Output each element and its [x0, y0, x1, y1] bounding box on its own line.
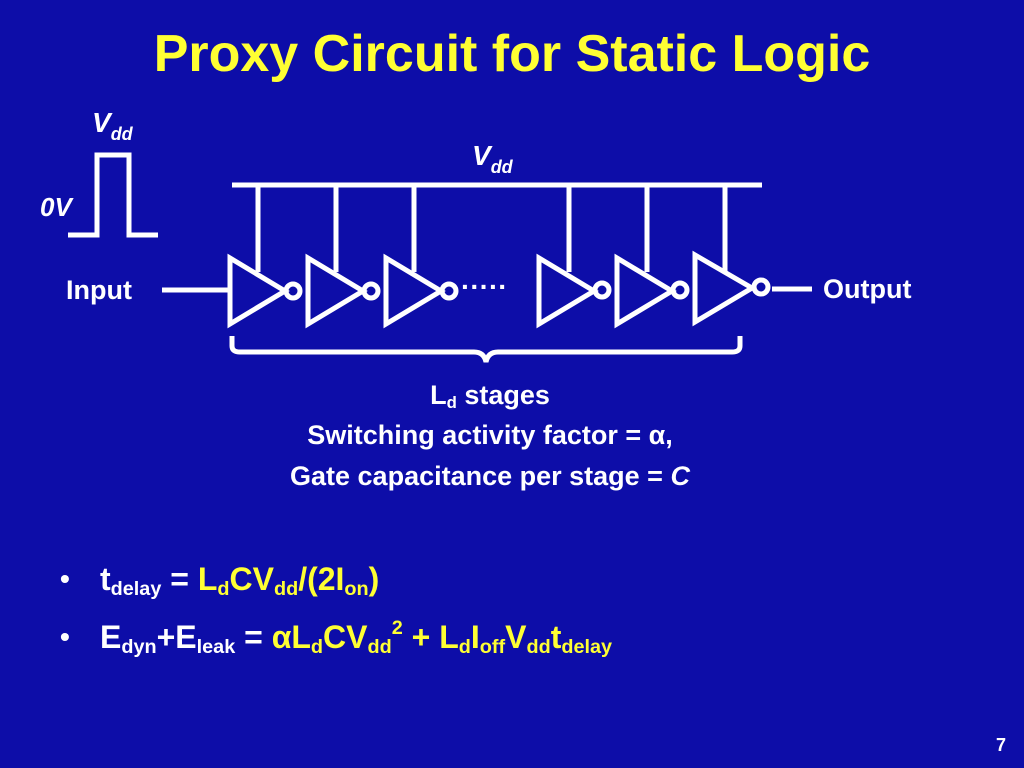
- formula-segment: delay: [110, 577, 162, 600]
- formula-segment: =: [235, 619, 272, 655]
- bullet-symbol: •: [60, 563, 70, 594]
- stages-brace: [229, 336, 743, 363]
- chain-ellipsis: ·····: [461, 271, 508, 302]
- formula-segment: CV: [229, 561, 274, 597]
- formula-segment: delay: [561, 635, 613, 658]
- input-label: Input: [66, 275, 132, 305]
- formula-segment: on: [344, 577, 369, 600]
- formula-segment: dd: [273, 577, 299, 600]
- formula-segment: I: [470, 619, 480, 655]
- bullet-symbol: •: [60, 621, 70, 652]
- output-label: Output: [823, 274, 911, 304]
- formula-segment: V: [505, 619, 527, 655]
- inverter-stage: [305, 253, 381, 329]
- activity-factor-caption: Switching activity factor = α,: [307, 420, 673, 450]
- formula-segment: d: [458, 635, 471, 658]
- formula-segment: E: [100, 619, 122, 655]
- formula-segment: d: [310, 635, 324, 658]
- page-number: 7: [995, 735, 1006, 755]
- formula-segment: dyn: [121, 635, 157, 658]
- formula-segment: t: [550, 619, 562, 655]
- inverter-stage: [614, 253, 690, 329]
- inverter-stage: [536, 253, 612, 329]
- formula-segment: dd: [526, 635, 551, 658]
- inverter-stage: [227, 253, 303, 329]
- formula-segment: + L: [402, 619, 459, 655]
- pulse-low-label: 0V: [40, 192, 74, 222]
- formula-segment: ): [368, 561, 380, 597]
- formula-segment: /(2I: [298, 561, 345, 597]
- pulse-high-label: Vdd: [92, 107, 134, 144]
- formula-segment: +E: [156, 619, 197, 655]
- slide-title: Proxy Circuit for Static Logic: [153, 25, 871, 83]
- formula-segment: αL: [271, 619, 311, 655]
- formula-segment: dd: [367, 635, 392, 658]
- inverter-stage: [383, 253, 459, 329]
- rail-drops: [255, 185, 728, 272]
- formula-segment: off: [479, 635, 506, 658]
- energy-equation-text: Edyn+Eleak = αLdCVdd2 + LdIoffVddtdelay: [100, 617, 613, 658]
- delay-equation-text: tdelay = LdCVdd/(2Ion): [100, 561, 380, 600]
- energy-equation: • Edyn+Eleak = αLdCVdd2 + LdIoffVddtdela…: [60, 613, 960, 671]
- formula-segment: t: [100, 561, 111, 597]
- formula-segment: d: [217, 577, 230, 600]
- inverter-stage: [692, 250, 771, 327]
- formula-segment: L: [197, 561, 218, 597]
- delay-equation: • tdelay = LdCVdd/(2Ion): [60, 555, 960, 613]
- vdd-rail-label: Vdd: [472, 140, 514, 177]
- formula-segment: leak: [196, 635, 236, 658]
- formula-segment: CV: [323, 619, 368, 655]
- input-pulse-waveform: [68, 152, 158, 238]
- capacitance-caption: Gate capacitance per stage = C: [290, 461, 690, 491]
- formula-segment: =: [161, 561, 198, 597]
- formula-segment: 2: [391, 617, 403, 640]
- stages-caption: Ld stages: [430, 380, 550, 413]
- equation-list: • tdelay = LdCVdd/(2Ion) • Edyn+Eleak = …: [60, 555, 960, 671]
